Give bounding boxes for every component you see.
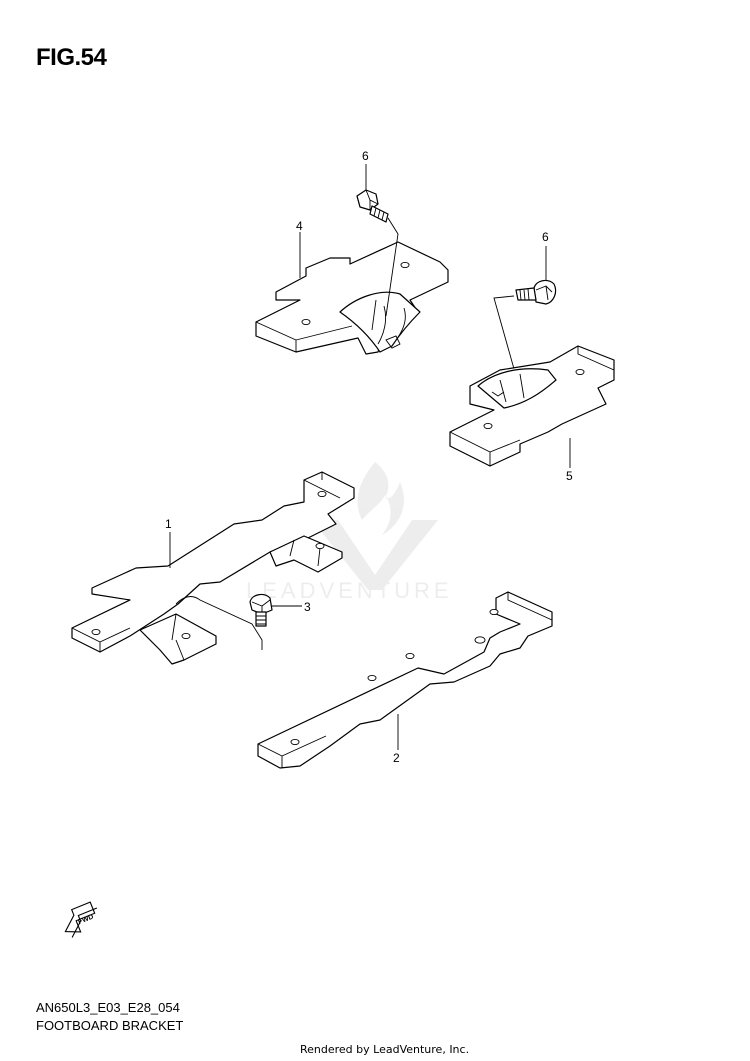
watermark-text: LEADVENTURE [246,578,453,603]
callout-3: 3 [304,600,311,614]
callout-1: 1 [165,517,172,531]
part-6-bolt-right[interactable] [493,279,557,377]
part-4-bracket[interactable] [255,241,449,355]
part-5-bracket[interactable] [449,345,615,467]
callout-6-right: 6 [542,230,549,244]
callout-6-upper: 6 [362,149,369,163]
fwd-arrow-icon: FWD [64,901,98,938]
part-1-bracket[interactable] [71,471,355,665]
part-6-bolt-upper[interactable] [356,189,399,317]
part-3-bolt[interactable] [249,593,273,627]
figure-title: FIG.54 [36,44,107,71]
diagram-name: FOOTBOARD BRACKET [36,1018,184,1033]
part-2-bracket[interactable] [257,591,553,769]
rendered-by-credit: Rendered by LeadVenture, Inc. [300,1043,470,1056]
callout-4: 4 [296,219,303,233]
callout-2: 2 [393,751,400,765]
leadventure-watermark: LEADVENTURE [246,462,453,603]
model-code: AN650L3_E03_E28_054 [36,1000,180,1015]
callout-5: 5 [566,469,573,483]
